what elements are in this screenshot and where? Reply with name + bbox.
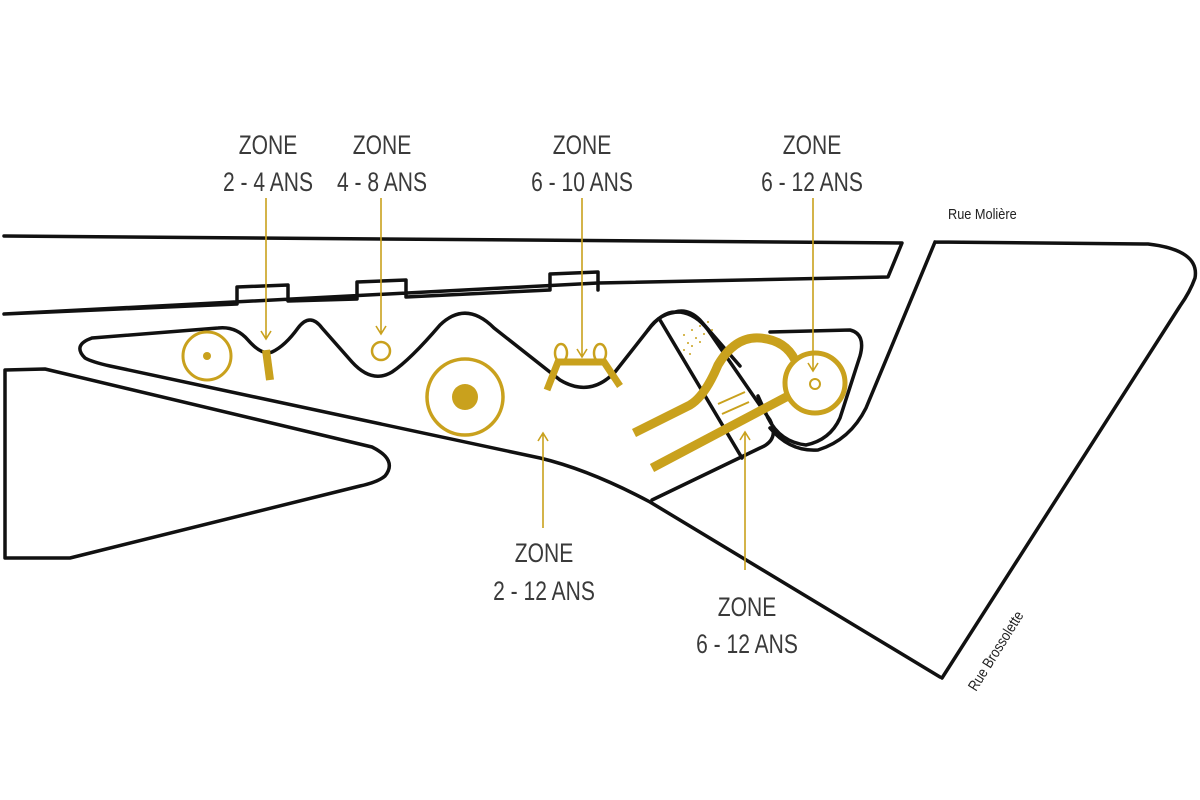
left-lower-building — [3, 367, 392, 560]
zone-label-2-12-title: ZONE — [515, 539, 573, 569]
spring-rider-circle — [181, 330, 233, 382]
zone-label-6-12-top-ages: 6 - 12 ANS — [761, 168, 863, 198]
right-building — [768, 240, 1198, 680]
spring-rider-dot — [203, 352, 211, 360]
sand-dots — [683, 321, 713, 355]
merry-go-round-center — [452, 384, 478, 410]
swing-set — [543, 342, 623, 392]
zone-arrows — [260, 198, 819, 570]
play-area-island — [78, 309, 942, 679]
small-play-ring — [370, 340, 392, 362]
zone-label-6-10-title: ZONE — [553, 131, 611, 161]
zone-label-6-12-bottom-ages: 6 - 12 ANS — [696, 630, 798, 660]
merry-go-round — [425, 357, 505, 437]
zone-label-4-8-title: ZONE — [353, 131, 411, 161]
zone-label-6-12-bottom-title: ZONE — [718, 593, 776, 623]
zone-label-6-10-ages: 6 - 10 ANS — [531, 168, 633, 198]
slide-structure — [631, 333, 848, 472]
zone-label-2-4-ages: 2 - 4 ANS — [223, 168, 313, 198]
balance-beam — [262, 349, 274, 381]
zone-label-2-4-title: ZONE — [239, 131, 297, 161]
street-label-moliere: Rue Molière — [948, 205, 1017, 222]
zone-label-4-8-ages: 4 - 8 ANS — [337, 168, 427, 198]
zone-label-2-12-ages: 2 - 12 ANS — [493, 577, 595, 607]
top-building-strip — [2, 234, 904, 316]
zone-label-6-12-top-title: ZONE — [783, 131, 841, 161]
street-label-brossolette: Rue Brossolette — [964, 608, 1027, 694]
